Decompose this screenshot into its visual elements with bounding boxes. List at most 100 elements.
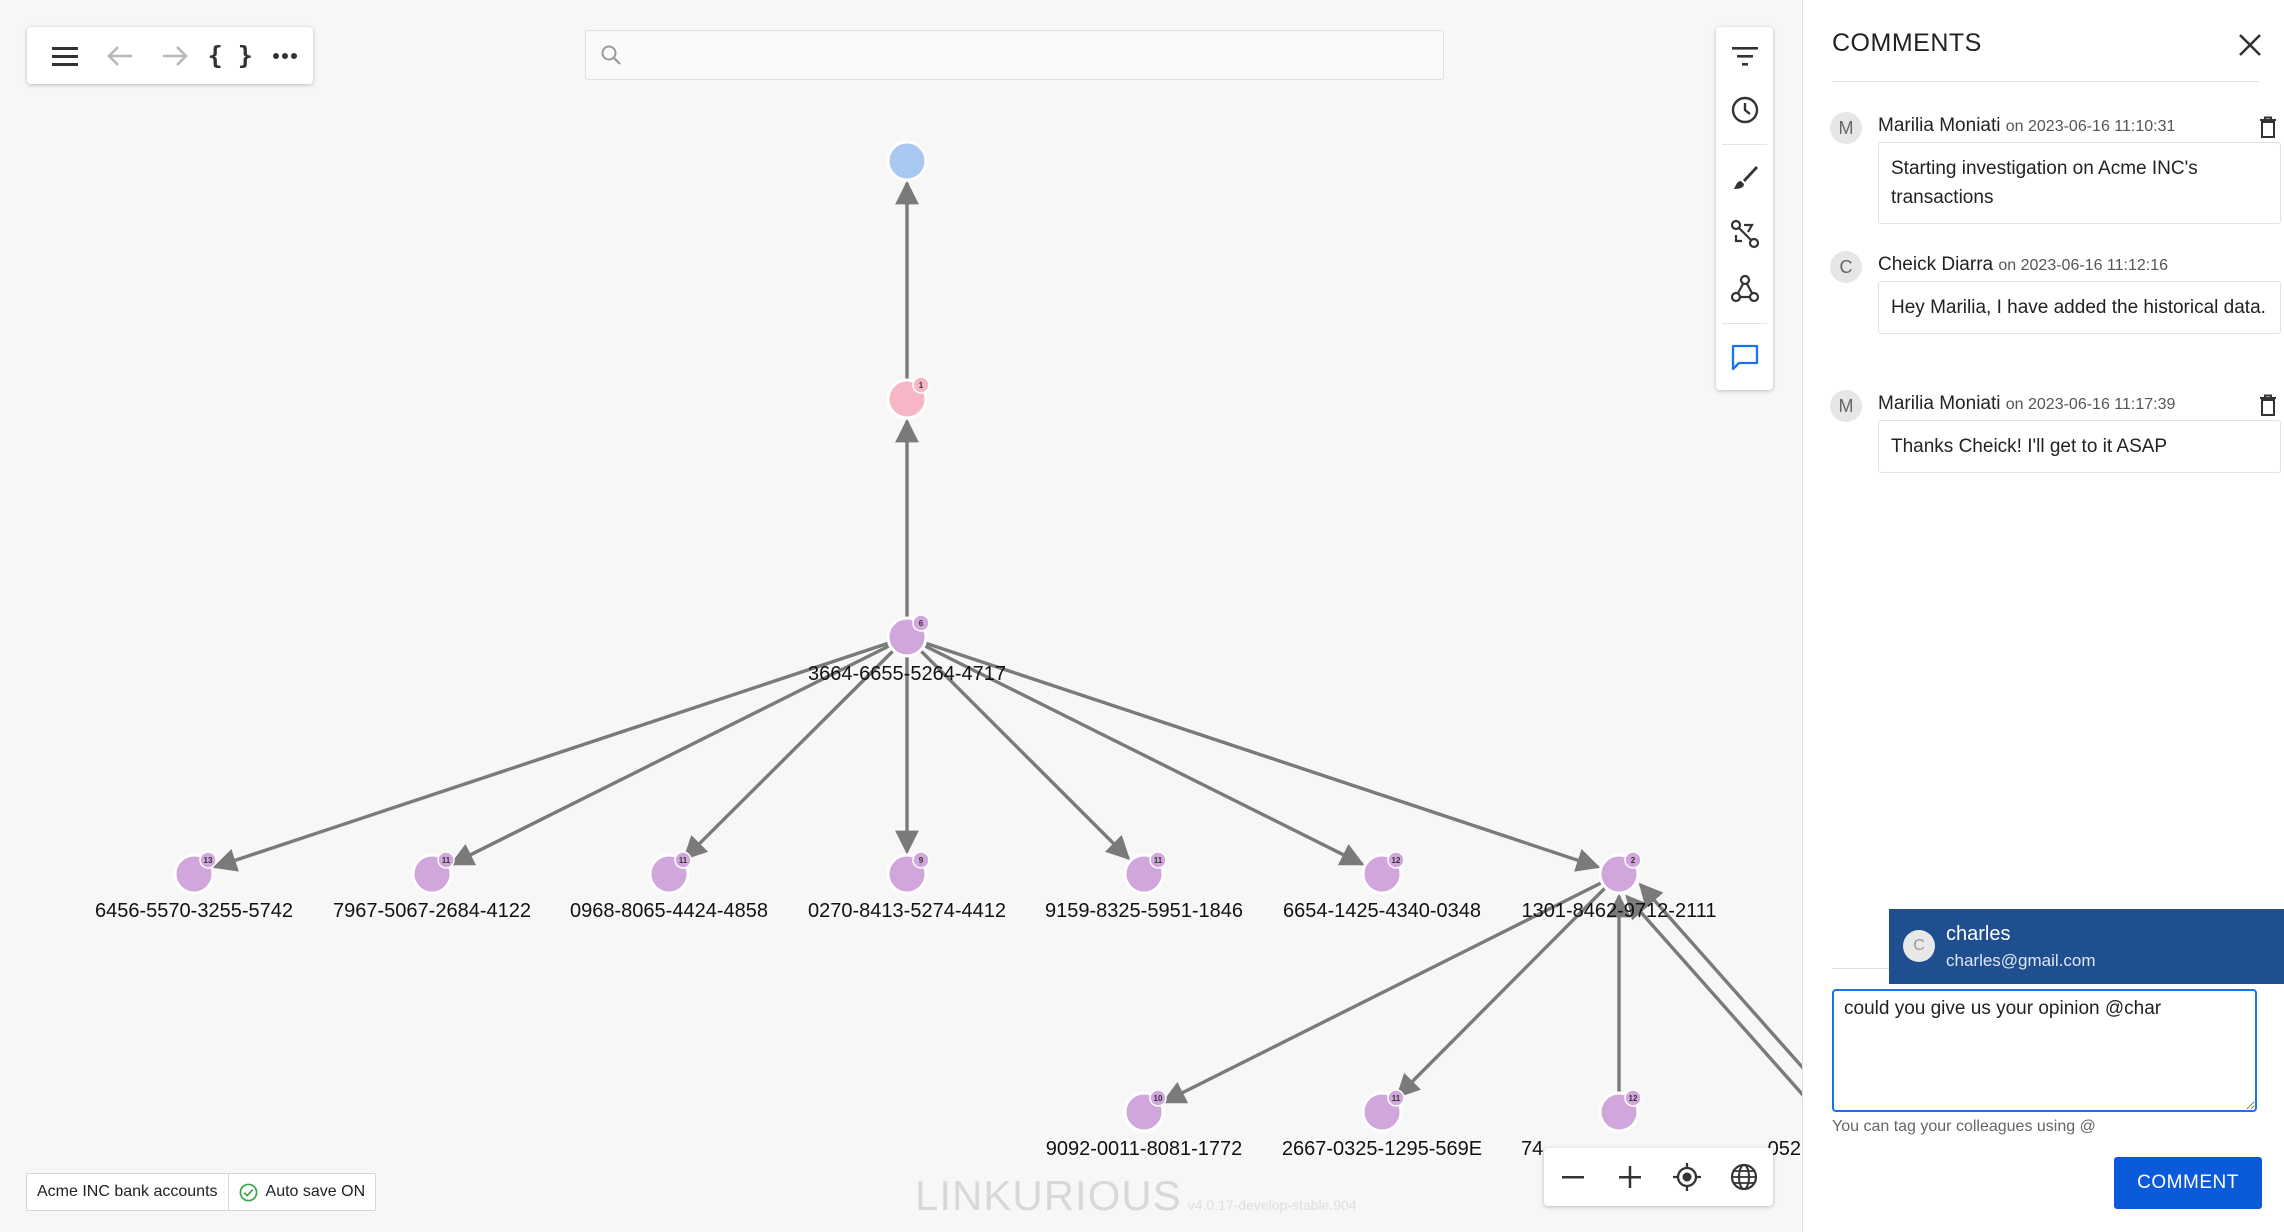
- graph-edge[interactable]: [1625, 894, 1802, 1103]
- delete-comment-button[interactable]: [2258, 394, 2282, 418]
- close-panel-button[interactable]: [2230, 25, 2270, 65]
- graph-edge[interactable]: [449, 643, 891, 866]
- side-toolbar: [1716, 27, 1773, 390]
- layout-button[interactable]: [1716, 265, 1773, 313]
- comment-header: Cheick Diarra on 2023-06-16 11:12:16: [1878, 254, 2168, 276]
- mention-email: charles@gmail.com: [1946, 951, 2096, 970]
- graph-edge[interactable]: [923, 643, 1365, 866]
- graph-edge[interactable]: [1161, 880, 1603, 1104]
- graph-node[interactable]: [886, 140, 928, 182]
- history-button[interactable]: [1716, 86, 1773, 134]
- undo-button[interactable]: [92, 27, 147, 84]
- comments-icon: [1731, 344, 1758, 371]
- graph-node[interactable]: 052: [1768, 1093, 1802, 1160]
- node-badge-count: 2: [1631, 856, 1636, 865]
- zoom-in-icon: [1618, 1166, 1641, 1188]
- zoom-in-button[interactable]: [1601, 1148, 1658, 1206]
- comment-input[interactable]: could you give us your opinion @char: [1832, 989, 2257, 1112]
- style-brush-icon: [1733, 166, 1758, 189]
- node-label: 2667-0325-1295-569E: [1282, 1138, 1482, 1160]
- graph-edge[interactable]: [212, 641, 890, 872]
- node-label: 3664-6655-5264-4717: [808, 663, 1006, 685]
- node-badge: [437, 851, 455, 869]
- linkurious-watermark: LINKURIOUS v4.0.17-develop-stable.904: [915, 1172, 1357, 1220]
- graph-edge[interactable]: [919, 649, 1131, 861]
- more-button[interactable]: [258, 27, 313, 84]
- filter-icon: [1731, 47, 1758, 66]
- graph-node[interactable]: 11 2667-0325-1295-569E: [1282, 1089, 1482, 1160]
- graph-edge[interactable]: [924, 641, 1601, 872]
- graph-canvas[interactable]: 1 6 3664-6655-5264-4717 136456-5570-3255-57…: [0, 0, 1802, 1232]
- zoom-controls: [1544, 1148, 1773, 1206]
- arrow-forward-icon: [163, 45, 188, 66]
- comment-body: Hey Marilia, I have added the historical…: [1878, 281, 2281, 334]
- comment-submit-button[interactable]: COMMENT: [2114, 1157, 2262, 1209]
- graph-edge[interactable]: [1638, 882, 1802, 1091]
- comments-title: COMMENTS: [1832, 29, 1982, 57]
- node-badge-count: 6: [919, 619, 924, 628]
- braces-label: { }: [207, 41, 253, 70]
- zoom-out-button[interactable]: [1544, 1148, 1601, 1206]
- visualization-name[interactable]: Acme INC bank accounts: [27, 1174, 228, 1210]
- filter-button[interactable]: [1716, 32, 1773, 80]
- node-badge: [1149, 1089, 1167, 1107]
- comment-body: Thanks Cheick! I'll get to it ASAP: [1878, 420, 2281, 473]
- comment-date: on 2023-06-16 11:12:16: [1998, 257, 2168, 274]
- node-label: 9159-8325-5951-1846: [1045, 900, 1243, 922]
- comment-date: on 2023-06-16 11:10:31: [2005, 118, 2176, 135]
- panel-divider: [1832, 81, 2259, 82]
- graph-node[interactable]: 6 3664-6655-5264-4717: [808, 614, 1006, 685]
- node-badge-count: 13: [204, 856, 213, 865]
- node-badge-count: 11: [1392, 1094, 1401, 1103]
- search-bar: [585, 30, 1444, 80]
- node-badge-count: 9: [919, 856, 924, 865]
- graph-layout-icon: [1730, 274, 1759, 303]
- node-label: 9092-0011-8081-1772: [1046, 1138, 1242, 1160]
- graph-node[interactable]: 11 9159-8325-5951-1846: [1045, 851, 1243, 922]
- graph-node[interactable]: 1: [886, 376, 930, 420]
- node-label: 7967-5067-2684-4122: [333, 900, 531, 922]
- delete-comment-button[interactable]: [2258, 116, 2282, 140]
- close-icon: [2239, 34, 2261, 56]
- comment-author: Cheick Diarra: [1878, 254, 1994, 275]
- search-input[interactable]: [632, 42, 1443, 68]
- node-label: 6654-1425-4340-0348: [1283, 900, 1481, 922]
- query-button[interactable]: { }: [203, 27, 258, 84]
- menu-button[interactable]: [37, 27, 92, 84]
- comment-header: Marilia Moniati on 2023-06-16 11:17:39: [1878, 393, 2175, 415]
- autosave-status[interactable]: Auto save ON: [227, 1174, 376, 1210]
- mention-suggestion[interactable]: C charles charles@gmail.com: [1889, 909, 2284, 984]
- comment-author: Marilia Moniati: [1878, 393, 2001, 414]
- comment-body: Starting investigation on Acme INC's tra…: [1878, 142, 2281, 224]
- locate-button[interactable]: [1659, 1148, 1716, 1206]
- comment-author: Marilia Moniati: [1878, 115, 2001, 136]
- graph-edge[interactable]: [682, 649, 895, 861]
- node-badge: [1387, 1089, 1405, 1107]
- comment-date: on 2023-06-16 11:17:39: [2005, 396, 2176, 413]
- geo-mode-button[interactable]: [1716, 1148, 1773, 1206]
- node-label: 74: [1521, 1138, 1543, 1160]
- graph-edge[interactable]: [1395, 886, 1607, 1099]
- node-circle[interactable]: [886, 140, 928, 182]
- toolbar-divider: [1722, 323, 1767, 324]
- node-badge-count: 11: [1154, 856, 1163, 865]
- comments-button[interactable]: [1716, 333, 1773, 381]
- redo-button[interactable]: [147, 27, 202, 84]
- avatar: C: [1830, 251, 1862, 283]
- graph-edges: [212, 180, 1802, 1104]
- node-badge: [912, 614, 930, 632]
- visualization-name-label: Acme INC bank accounts: [37, 1183, 218, 1200]
- path-finding-button[interactable]: [1716, 210, 1773, 258]
- style-button[interactable]: [1716, 154, 1773, 202]
- node-badge-count: 1: [919, 381, 924, 390]
- locate-icon: [1673, 1163, 1702, 1191]
- arrow-back-icon: [107, 45, 132, 66]
